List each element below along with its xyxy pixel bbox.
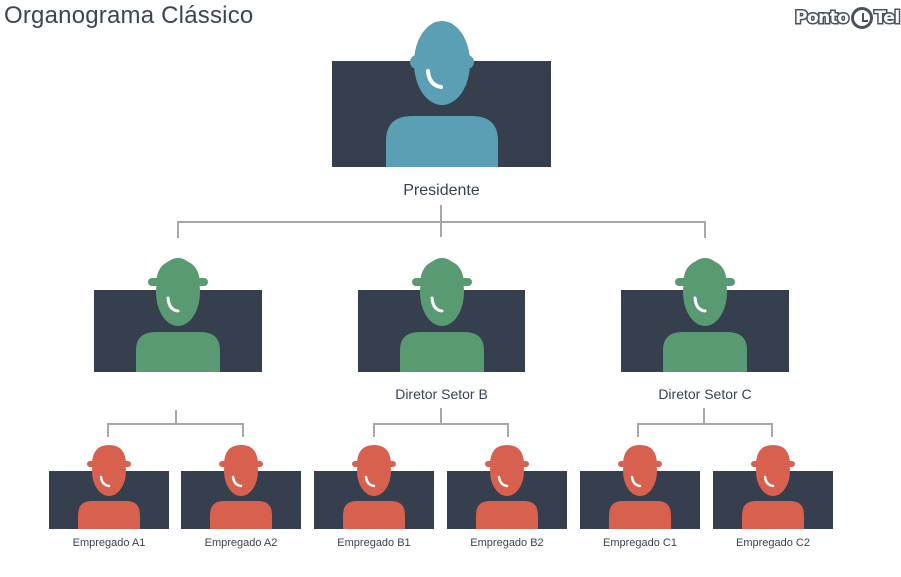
employee-a1-card	[49, 445, 169, 529]
employee-b2-avatar-icon	[476, 445, 538, 529]
director-a-avatar-icon	[136, 258, 220, 372]
employee-c2-avatar-icon	[742, 445, 804, 529]
director-b-label: Diretor Setor B	[395, 386, 488, 402]
employee-a1-label: Empregado A1	[72, 537, 146, 549]
director-b-card	[358, 258, 525, 372]
employee-a1-avatar-icon	[78, 445, 140, 529]
employee-a2-label: Empregado A2	[204, 537, 278, 549]
employee-c1-avatar-icon	[609, 445, 671, 529]
employee-b2-label: Empregado B2	[470, 537, 544, 549]
director-c-avatar-icon	[663, 258, 747, 372]
employee-b1-label: Empregado B1	[337, 537, 411, 549]
director-a-card	[94, 258, 262, 372]
employee-c2-label: Empregado C2	[736, 537, 810, 549]
employee-c1-card	[580, 445, 700, 529]
employee-b1-avatar-icon	[343, 445, 405, 529]
president-label: Presidente	[403, 182, 480, 199]
connector-directors-bar	[177, 221, 706, 238]
page-title: Organograma Clássico	[4, 2, 254, 29]
employee-a2-card	[181, 445, 301, 529]
employee-c1-label: Empregado C1	[603, 537, 677, 549]
employee-b1-card	[314, 445, 434, 529]
director-c-card	[621, 258, 789, 372]
employee-b2-card	[447, 445, 567, 529]
president-avatar-icon	[386, 21, 498, 167]
logo-text-ponto: Ponto	[794, 7, 851, 30]
clock-icon	[850, 7, 873, 29]
pontotel-logo: Ponto Tel	[794, 3, 901, 33]
director-c-label: Diretor Setor C	[658, 386, 752, 402]
connector-b-bar	[373, 423, 509, 437]
connector-a-bar	[107, 423, 244, 437]
director-b-avatar-icon	[400, 258, 484, 372]
connector-c-bar	[637, 423, 773, 437]
employee-c2-card	[713, 445, 833, 529]
logo-text-tel: Tel	[873, 7, 901, 30]
employee-a2-avatar-icon	[210, 445, 272, 529]
president-card	[332, 21, 551, 167]
